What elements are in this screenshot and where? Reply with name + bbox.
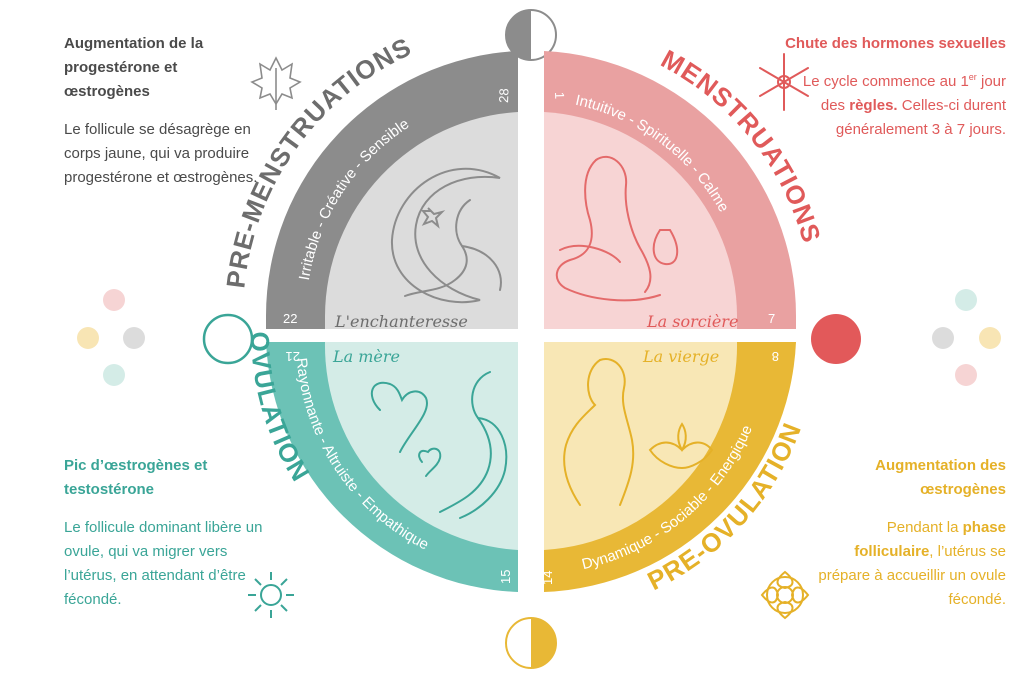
day-28-label: 28 bbox=[496, 88, 511, 103]
sorceress-illustration bbox=[555, 155, 679, 302]
day-15-label: 15 bbox=[498, 570, 513, 584]
inner-premenstruation bbox=[325, 112, 518, 329]
inner-ovulation bbox=[324, 342, 518, 550]
day-1-label: 1 bbox=[552, 92, 567, 100]
archetype-preovulation: La vierge bbox=[642, 347, 719, 366]
day-14-label: 14 bbox=[540, 571, 555, 585]
mother-illustration bbox=[370, 371, 508, 519]
premenstruation-info: Augmentation de la progestérone et œstro… bbox=[64, 32, 264, 190]
new-moon-left-icon bbox=[202, 313, 254, 365]
flower-icon bbox=[760, 570, 810, 620]
preovulation-body: Pendant la phase folliculaire, l’utérus … bbox=[818, 519, 1006, 608]
full-moon-right-icon bbox=[811, 314, 861, 364]
enchantress-illustration bbox=[390, 167, 502, 304]
menstruation-heading: Chute des hormones sexuelles bbox=[785, 35, 1006, 52]
day-7-label: 7 bbox=[768, 311, 775, 326]
day-22-label: 22 bbox=[283, 311, 297, 326]
ovulation-body: Le follicule dominant libère un ovule, q… bbox=[64, 519, 263, 608]
archetype-ovulation: La mère bbox=[332, 347, 400, 366]
day-8-label: 8 bbox=[772, 349, 779, 364]
virgin-illustration bbox=[563, 358, 714, 506]
archetype-menstruation: La sorcière bbox=[646, 312, 738, 331]
premenstruation-body: Le follicule se désagrège en corps jaune… bbox=[64, 121, 258, 186]
decorative-dots-right bbox=[932, 289, 1001, 386]
snowflake-icon bbox=[759, 53, 809, 111]
sun-icon bbox=[248, 572, 294, 618]
inner-menstruation bbox=[544, 112, 737, 329]
leaf-icon bbox=[250, 56, 302, 110]
ovulation-info: Pic d’œstrogènes et testostérone Le foll… bbox=[64, 454, 269, 612]
ovulation-heading: Pic d’œstrogènes et testostérone bbox=[64, 457, 208, 498]
day-21-label: 21 bbox=[286, 349, 300, 364]
preovulation-heading: Augmentation des œstrogènes bbox=[875, 457, 1006, 498]
preovulation-info: Augmentation des œstrogènes Pendant la p… bbox=[806, 454, 1006, 612]
half-moon-bottom-icon bbox=[505, 617, 557, 669]
menstruation-body: Le cycle commence au 1er jour des règles… bbox=[802, 72, 1006, 139]
archetype-premenstruation: L'enchanteresse bbox=[334, 312, 468, 331]
premenstruation-heading: Augmentation de la progestérone et œstro… bbox=[64, 35, 204, 100]
decorative-dots-left bbox=[77, 289, 145, 386]
inner-preovulation bbox=[544, 342, 738, 550]
menstruation-info: Chute des hormones sexuelles Le cycle co… bbox=[776, 32, 1006, 142]
half-moon-top-icon bbox=[505, 9, 557, 61]
